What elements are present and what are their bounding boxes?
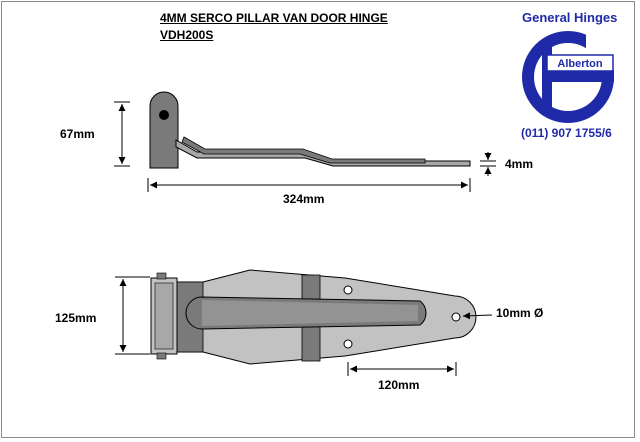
hinge-top-view: [150, 269, 477, 365]
part-number: VDH200S: [160, 28, 214, 42]
drawing-frame: [1, 1, 635, 438]
hole-label: 10mm Ø: [496, 306, 544, 320]
height-label: 67mm: [60, 127, 95, 141]
company-phone: (011) 907 1755/6: [521, 126, 612, 140]
company-logo: Alberton: [522, 30, 614, 123]
height-dimension: [114, 101, 130, 167]
logo-location: Alberton: [557, 58, 603, 70]
width-dimension: [115, 276, 150, 355]
length-dimension: [147, 178, 471, 192]
hinge-side-view: [149, 91, 471, 169]
width-label: 125mm: [55, 311, 97, 325]
company-name: General Hinges: [522, 10, 618, 25]
thickness-dimension: [480, 152, 496, 176]
hole-leader: [462, 312, 493, 320]
thickness-label: 4mm: [505, 157, 534, 171]
hole-spacing-label: 120mm: [378, 378, 420, 392]
length-label: 324mm: [283, 192, 325, 206]
drawing-title: 4MM SERCO PILLAR VAN DOOR HINGE: [160, 11, 388, 25]
hole-spacing-dimension: [347, 362, 457, 376]
